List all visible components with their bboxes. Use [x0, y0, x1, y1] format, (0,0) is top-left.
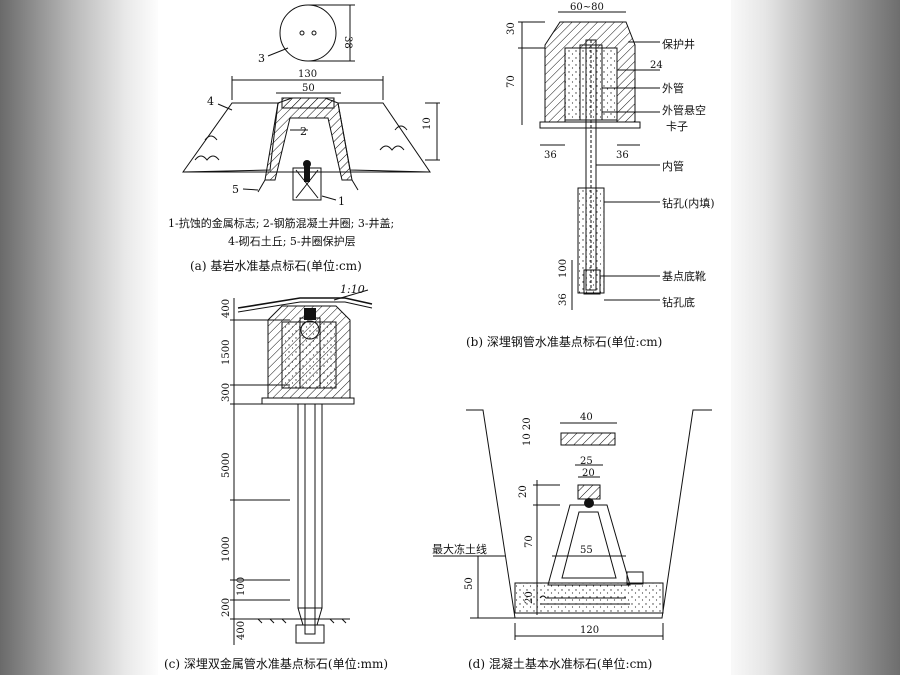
panel-a-legend-line2: 4-砌石土丘; 5-井圈保护层 — [228, 234, 356, 248]
panel-c-double-metal-pipe-benchmark: 1:10 400 1500 300 5000 1000 100 2 — [164, 283, 388, 671]
label-outer-pipe: 外管 — [662, 81, 684, 95]
roof-cap — [237, 297, 373, 309]
label-suspension-1: 外管悬空 — [662, 103, 706, 117]
dim-300: 300 — [221, 383, 232, 402]
label-borehole: 钻孔(内填) — [662, 196, 715, 210]
well-fill — [564, 47, 618, 121]
panel-a-legend-line1: 1-抗蚀的金属标志; 2-钢筋混凝土井圈; 3-井盖; — [168, 216, 394, 230]
dim-24: 24 — [650, 60, 663, 71]
well-lid-top-view — [279, 4, 337, 62]
dim-30: 30 — [506, 22, 517, 35]
dim-36-right: 36 — [616, 150, 629, 161]
dim-20-top: 20 — [582, 468, 595, 479]
dim-400-top: 400 — [221, 299, 232, 318]
top-cover — [560, 432, 616, 446]
panel-c-dim-ticks — [230, 319, 290, 620]
dim-70: 70 — [524, 535, 535, 548]
panel-d-concrete-basic-benchmark: 40 10 20 25 20 55 20 70 20 最大冻土线 50 — [432, 409, 712, 671]
dim-100: 100 — [236, 577, 247, 596]
label-4: 4 — [207, 95, 214, 108]
dim-36-left: 36 — [544, 150, 557, 161]
panel-c-caption: (c) 深埋双金属管水准基点标石(单位:mm) — [164, 656, 388, 671]
dim-100: 100 — [558, 259, 569, 278]
dim-36-bottom: 36 — [558, 293, 569, 306]
label-hole-bottom: 钻孔底 — [662, 295, 695, 309]
label-frost-line: 最大冻土线 — [432, 542, 487, 556]
label-1: 1 — [338, 195, 345, 208]
panel-b-caption: (b) 深埋钢管水准基点标石(单位:cm) — [466, 334, 662, 349]
dim-20-mid: 20 — [518, 485, 529, 498]
dim-130: 130 — [298, 69, 317, 80]
dim-5000: 5000 — [221, 453, 232, 478]
dim-50: 50 — [302, 83, 315, 94]
dim-1000: 1000 — [221, 537, 232, 562]
label-protect-well: 保护井 — [662, 37, 695, 51]
dim-38: 38 — [342, 36, 353, 49]
dim-20-bottom: 20 — [524, 591, 535, 604]
double-metal-pipe — [297, 403, 323, 609]
dim-25: 25 — [580, 456, 593, 467]
dim-10-20: 10 20 — [522, 417, 533, 446]
benchmark-marker — [584, 498, 594, 508]
label-inner-pipe: 内管 — [662, 159, 684, 173]
well-lid — [281, 97, 335, 109]
dim-200: 200 — [221, 598, 232, 617]
label-3: 3 — [258, 52, 265, 65]
dim-40: 40 — [580, 412, 593, 423]
label-2: 2 — [300, 125, 307, 138]
dim-70: 70 — [506, 75, 517, 88]
panel-b-deep-steel-pipe-benchmark: 60~80 30 70 24 36 36 100 36 保护井 外管 外管悬空 … — [466, 2, 715, 349]
excavation-pit — [466, 409, 712, 619]
label-base-boot: 基点底靴 — [662, 269, 706, 283]
dim-50: 50 — [464, 577, 475, 590]
panel-a-caption: (a) 基岩水准基点标石(单位:cm) — [190, 258, 362, 273]
label-5: 5 — [232, 183, 239, 196]
stone-mound-right — [337, 102, 431, 173]
panel-d-caption: (d) 混凝土基本水准标石(单位:cm) — [468, 656, 652, 671]
dim-60-80: 60~80 — [570, 2, 604, 13]
slope-label: 1:10 — [340, 283, 365, 296]
label-suspension-2: 卡子 — [666, 120, 688, 133]
dim-120: 120 — [580, 625, 599, 636]
dim-1500: 1500 — [221, 340, 232, 365]
dim-55: 55 — [580, 545, 593, 556]
dim-400-bottom: 400 — [236, 621, 247, 640]
stone-mound-left — [182, 102, 279, 173]
dim-10: 10 — [422, 117, 433, 130]
base-boot — [583, 269, 601, 295]
panel-a-bedrock-benchmark: 38 3 130 50 1 2 4 5 10 1-抗 — [168, 4, 440, 273]
